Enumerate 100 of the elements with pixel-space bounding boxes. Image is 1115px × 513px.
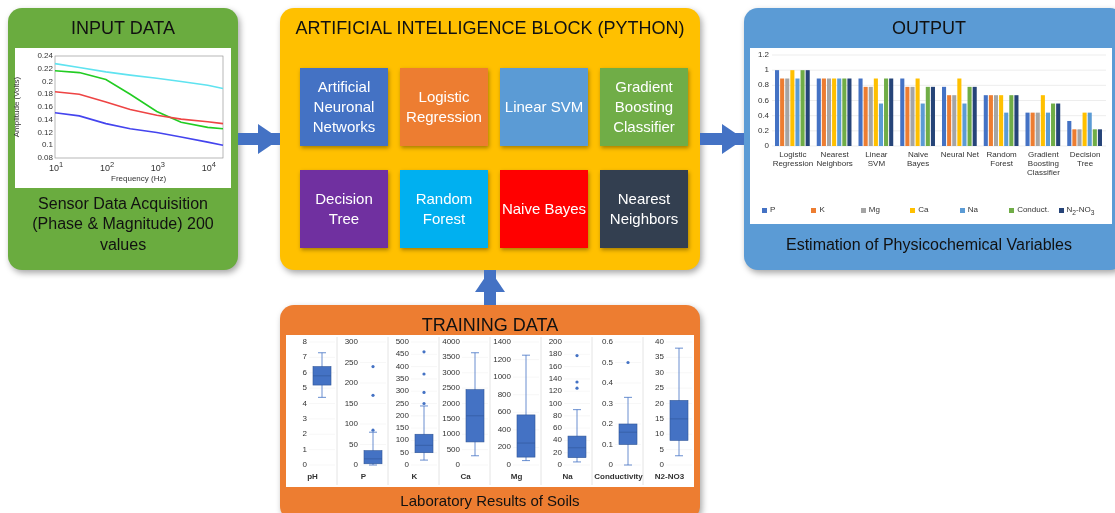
legend-label: Mg: [868, 206, 880, 214]
axis-tick-label: 7: [302, 353, 307, 362]
axis-tick-label: 500: [395, 338, 409, 346]
axis-tick-label: 10$^{1}$: [49, 161, 64, 173]
model-label: Artificial Neuronal Networks: [311, 76, 377, 138]
axis-tick-label: 200: [548, 338, 562, 346]
model-label: Nearest Neighbors: [608, 188, 680, 229]
axis-tick-label: 0.16: [37, 103, 53, 111]
axis-tick-label: 180: [548, 350, 562, 359]
axis-tick-label: 2000: [442, 399, 460, 408]
block-title: TRAINING DATA: [420, 315, 560, 336]
axis-tick-label: Gradient Boosting Classifier: [1025, 150, 1061, 178]
axis-tick-label: 350: [395, 374, 409, 383]
axis-tick-label: 2: [302, 430, 307, 439]
axis-title: P: [359, 473, 368, 481]
axis-tick-label: 0: [557, 461, 562, 469]
axis-tick-label: 0: [659, 461, 664, 469]
model-box: [400, 68, 488, 146]
axis-tick-label: 35: [655, 353, 664, 362]
axis-tick-label: Linear SVM: [864, 150, 889, 169]
axis-tick-label: 300: [395, 387, 409, 396]
axis-tick-label: 0: [404, 461, 409, 469]
chart-picture: [750, 48, 1112, 224]
axis-tick-label: 6: [302, 368, 307, 377]
axis-tick-label: Naive Bayes: [906, 150, 931, 169]
axis-tick-label: 200: [344, 379, 358, 387]
axis-tick-label: 150: [395, 424, 409, 433]
axis-tick-label: 0.4: [601, 379, 613, 387]
axis-tick-label: 40: [553, 436, 562, 445]
rounded-panel: [8, 8, 238, 270]
axis-title: Frequency (Hz): [111, 175, 167, 183]
axis-tick-label: 0.24: [37, 52, 53, 60]
axis-tick-label: Logistic Regression: [772, 150, 814, 169]
axis-title: Na: [561, 473, 574, 481]
axis-tick-label: 0.18: [37, 90, 53, 99]
axis-tick-label: 20: [553, 448, 562, 457]
axis-tick-label: 0.22: [37, 64, 53, 73]
axis-tick-label: 4: [302, 399, 307, 408]
axis-tick-label: 1500: [442, 414, 460, 423]
chart-picture: [15, 48, 231, 188]
axis-tick-label: 50: [349, 440, 358, 449]
axis-tick-label: 3500: [442, 353, 460, 362]
axis-tick-label: Neural Net: [939, 150, 980, 160]
legend-label: P: [770, 206, 776, 214]
axis-tick-label: 0.2: [41, 77, 53, 86]
axis-tick-label: 5: [659, 445, 664, 454]
model-box: [500, 68, 588, 146]
legend-label: N$_{2}$-NO$_{3}$: [1066, 206, 1095, 217]
block-caption: Estimation of Physicochemical Variables: [784, 235, 1073, 256]
axis-tick-label: 100: [395, 436, 409, 445]
model-label: Random Forest: [414, 188, 474, 229]
axis-tick-label: 0.6: [757, 96, 769, 105]
axis-tick-label: 400: [497, 425, 511, 434]
axis-tick-label: 150: [344, 399, 358, 408]
axis-title: Ca: [459, 473, 472, 481]
axis-tick-label: 100: [548, 399, 562, 408]
axis-tick-label: 0: [302, 461, 307, 469]
axis-tick-label: 600: [497, 408, 511, 417]
axis-tick-label: 10: [655, 430, 664, 439]
axis-tick-label: 10$^{2}$: [99, 161, 115, 173]
axis-tick-label: 250: [395, 399, 409, 408]
axis-tick-label: 0.14: [37, 115, 53, 124]
model-label: Naive Bayes: [500, 198, 588, 219]
axis-tick-label: 10$^{3}$: [150, 161, 165, 173]
axis-tick-label: 400: [395, 362, 409, 371]
axis-tick-label: 1: [764, 66, 769, 75]
axis-title: Mg: [509, 473, 524, 481]
axis-tick-label: 0.08: [37, 154, 53, 162]
axis-tick-label: 1400: [493, 338, 511, 346]
model-label: Logistic Regression: [405, 86, 483, 127]
axis-tick-label: 0.2: [757, 126, 769, 135]
axis-tick-label: Nearest Neighbors: [815, 150, 854, 169]
axis-tick-label: 3: [302, 414, 307, 423]
axis-tick-label: 1: [302, 445, 307, 454]
block-caption: Laboratory Results of Soils: [399, 490, 581, 510]
axis-tick-label: 10$^{4}$: [201, 161, 216, 173]
axis-tick-label: 4000: [442, 338, 460, 346]
model-label: Decision Tree: [314, 188, 374, 229]
legend-label: K: [819, 206, 825, 214]
legend-label: Na: [967, 206, 978, 214]
axis-tick-label: 0: [506, 461, 511, 469]
block-caption: Sensor Data Acquisition (Phase & Magnitude) 200 values: [31, 193, 215, 256]
axis-tick-label: 800: [497, 390, 511, 399]
axis-tick-label: 450: [395, 350, 409, 359]
block-title: INPUT DATA: [70, 18, 176, 39]
axis-tick-label: 5: [302, 384, 307, 393]
axis-tick-label: 200: [395, 411, 409, 420]
axis-tick-label: 60: [553, 424, 562, 433]
rounded-panel: [744, 8, 1115, 270]
axis-tick-label: 120: [548, 387, 562, 396]
axis-tick-label: Decision Tree: [1068, 150, 1102, 169]
axis-tick-label: 0: [764, 142, 769, 150]
axis-tick-label: 50: [400, 448, 409, 457]
axis-tick-label: 0.6: [601, 338, 613, 346]
axis-tick-label: 40: [655, 338, 664, 346]
axis-tick-label: 1200: [493, 355, 511, 364]
axis-tick-label: 250: [344, 358, 358, 367]
axis-tick-label: 140: [548, 374, 562, 383]
axis-tick-label: 3000: [442, 368, 460, 377]
axis-tick-label: 160: [548, 362, 562, 371]
